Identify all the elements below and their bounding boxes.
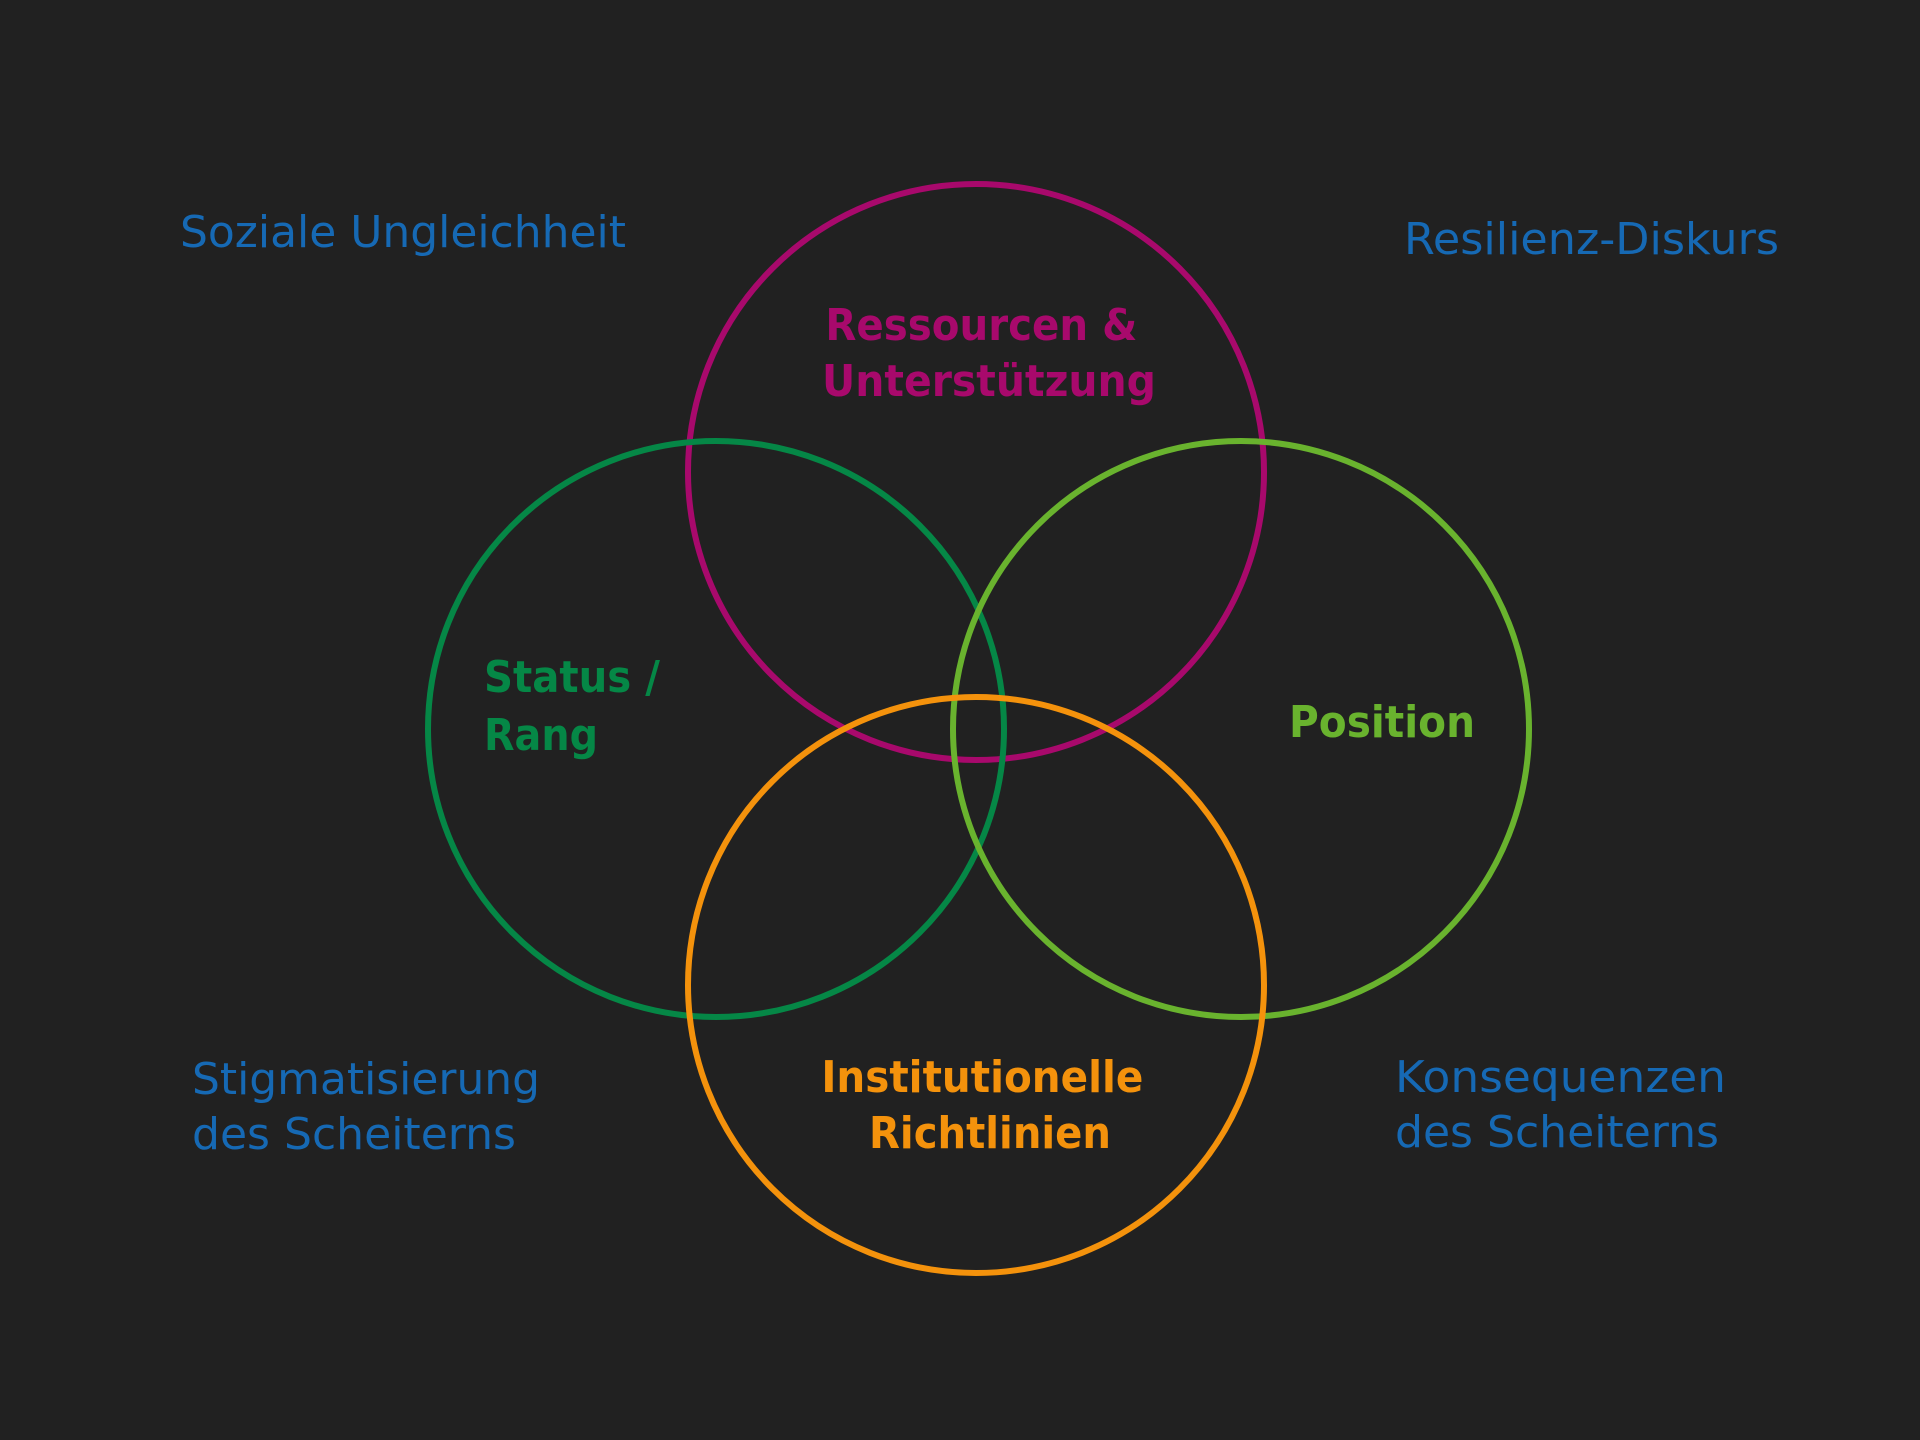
label-richtlinien: Institutionelle Richtlinien <box>821 1052 1158 1159</box>
circle-richtlinien <box>685 694 1267 1276</box>
label-status-rang: Status / Rang <box>484 652 675 761</box>
circle-status <box>425 438 1007 1020</box>
label-position: Position <box>1289 697 1475 748</box>
label-resilienz-diskurs: Resilienz-Diskurs <box>1404 214 1779 265</box>
circle-ressourcen <box>685 181 1267 763</box>
label-stigmatisierung: Stigmatisierung des Scheiterns <box>192 1054 554 1160</box>
label-konsequenzen: Konsequenzen des Scheiterns <box>1395 1052 1740 1158</box>
label-ressourcen: Ressourcen & Unterstützung <box>822 300 1156 407</box>
circle-position <box>950 438 1532 1020</box>
label-soziale-ungleichheit: Soziale Ungleichheit <box>180 207 626 258</box>
